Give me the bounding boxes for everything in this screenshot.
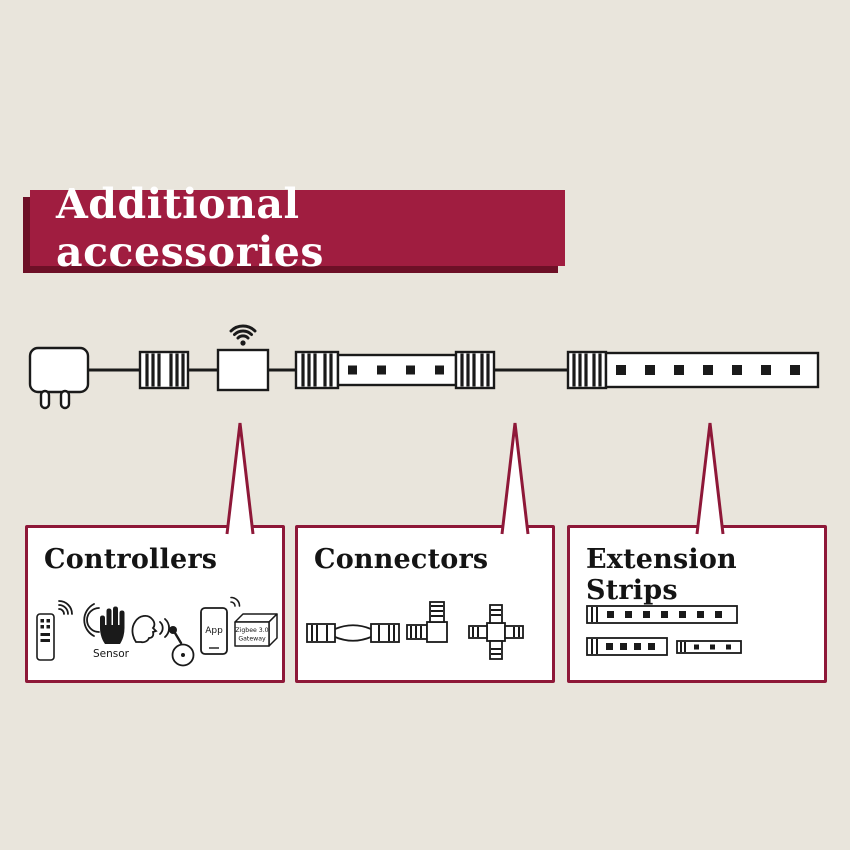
led-strip-icon — [336, 353, 458, 387]
controllers-icons: Sensor App — [36, 596, 278, 667]
zigbee-gateway-icon: Zigbee 3.0 Gateway — [234, 613, 278, 647]
clip-connector-icon — [138, 350, 190, 390]
motion-sensor-icon: Sensor — [83, 603, 130, 660]
led-extension-strip-icon — [604, 351, 820, 389]
callout-controllers: Controllers — [25, 525, 285, 683]
app-gateway-icon: App Zigbee 3.0 Gateway — [200, 596, 278, 655]
pointer-tail-extension-strips — [695, 422, 725, 535]
wifi-controller-icon — [216, 324, 270, 392]
app-label: App — [205, 626, 223, 636]
gateway-label-line1: Zigbee 3.0 — [235, 627, 268, 634]
corner-connector-icon — [406, 601, 448, 643]
cross-connector-icon — [468, 604, 524, 660]
signal-waves-icon — [58, 600, 73, 615]
extension-strip-long-icon — [586, 605, 738, 624]
title-banner: Additional accessories — [30, 180, 565, 276]
pointer-tail-controllers — [225, 422, 255, 535]
smart-speaker-icon — [171, 643, 195, 667]
extension-strips-icons — [586, 605, 742, 656]
callout-extension-strips: Extension Strips — [567, 525, 827, 683]
extension-strip-short-icon — [586, 637, 668, 656]
callout-connectors: Connectors — [295, 525, 555, 683]
extension-strip-side-icon — [676, 640, 742, 654]
voice-control-icon — [131, 615, 195, 667]
microphone-icon — [169, 626, 183, 645]
clip-connector-icon — [454, 350, 496, 390]
remote-control-icon — [36, 600, 73, 661]
clip-connector-icon — [294, 350, 340, 390]
connectors-icons — [306, 601, 524, 660]
smartphone-icon — [200, 607, 228, 655]
callout-title: Controllers — [44, 544, 218, 575]
wifi-icon — [230, 596, 241, 607]
callout-title: Extension Strips — [586, 544, 737, 606]
callout-pointer-tails — [225, 422, 725, 535]
callout-title: Connectors — [314, 544, 489, 575]
power-plug-icon — [28, 346, 90, 410]
clip-connector-icon — [566, 350, 608, 390]
page-title: Additional accessories — [56, 180, 324, 276]
led-strip-system-diagram — [28, 324, 820, 410]
cable-connector-icon — [306, 623, 400, 643]
gateway-label-line2: Gateway — [238, 636, 266, 643]
wifi-icon — [229, 324, 257, 340]
pointer-tail-connectors — [500, 422, 530, 535]
sensor-label: Sensor — [93, 648, 130, 660]
